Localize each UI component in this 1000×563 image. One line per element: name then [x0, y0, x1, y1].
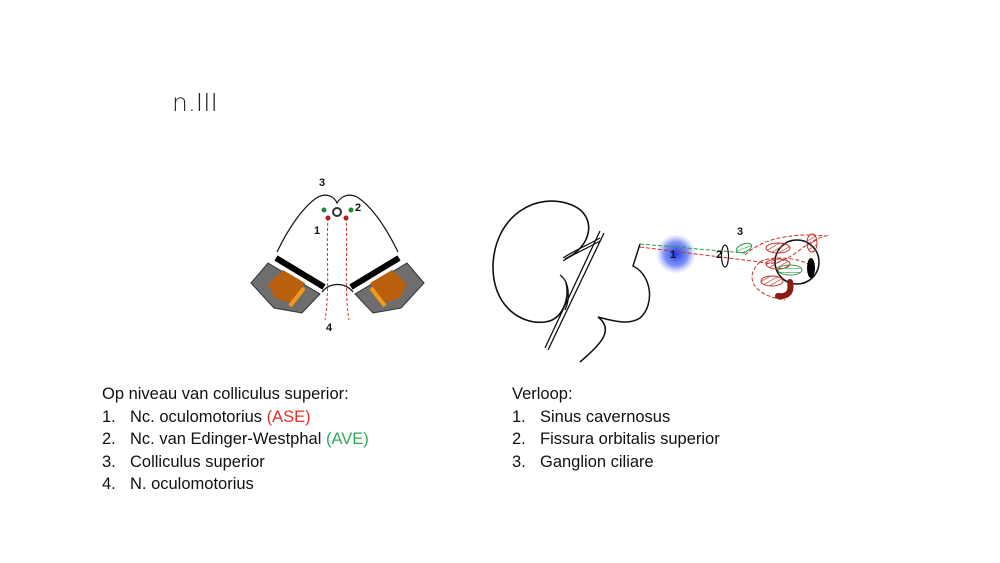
left-legend: Op niveau van colliculus superior: 1.Nc.…	[102, 383, 369, 496]
label-2: 2	[716, 249, 722, 261]
right-legend-heading: Verloop:	[512, 385, 573, 403]
midbrain-diagram: 3 2 1 4	[250, 177, 425, 334]
slide-title: n.III	[172, 88, 218, 117]
right-legend: Verloop: 1.Sinus cavernosus 2.Fissura or…	[512, 383, 720, 473]
list-item: 1.Sinus cavernosus	[512, 407, 671, 426]
ave-tag: (AVE)	[325, 430, 369, 448]
list-item: 2.Fissura orbitalis superior	[512, 430, 720, 448]
label-3: 3	[737, 226, 743, 238]
list-item: 3.Ganglion ciliare	[512, 452, 654, 471]
label-1: 1	[670, 249, 676, 261]
nerve-course-diagram: 1 2 3	[492, 200, 831, 363]
label-2: 2	[355, 202, 361, 214]
label-4: 4	[326, 322, 333, 334]
list-item: 1.Nc. oculomotorius (ASE)	[102, 406, 369, 429]
label-1: 1	[314, 225, 320, 237]
left-legend-heading: Op niveau van colliculus superior:	[102, 385, 349, 403]
ase-tag: (ASE)	[266, 407, 311, 426]
list-item: 4.N. oculomotorius	[102, 475, 254, 493]
label-3: 3	[319, 177, 325, 189]
list-item: 2.Nc. van Edinger-Westphal (AVE)	[102, 428, 369, 451]
list-item: 3.Colliculus superior	[102, 452, 265, 471]
